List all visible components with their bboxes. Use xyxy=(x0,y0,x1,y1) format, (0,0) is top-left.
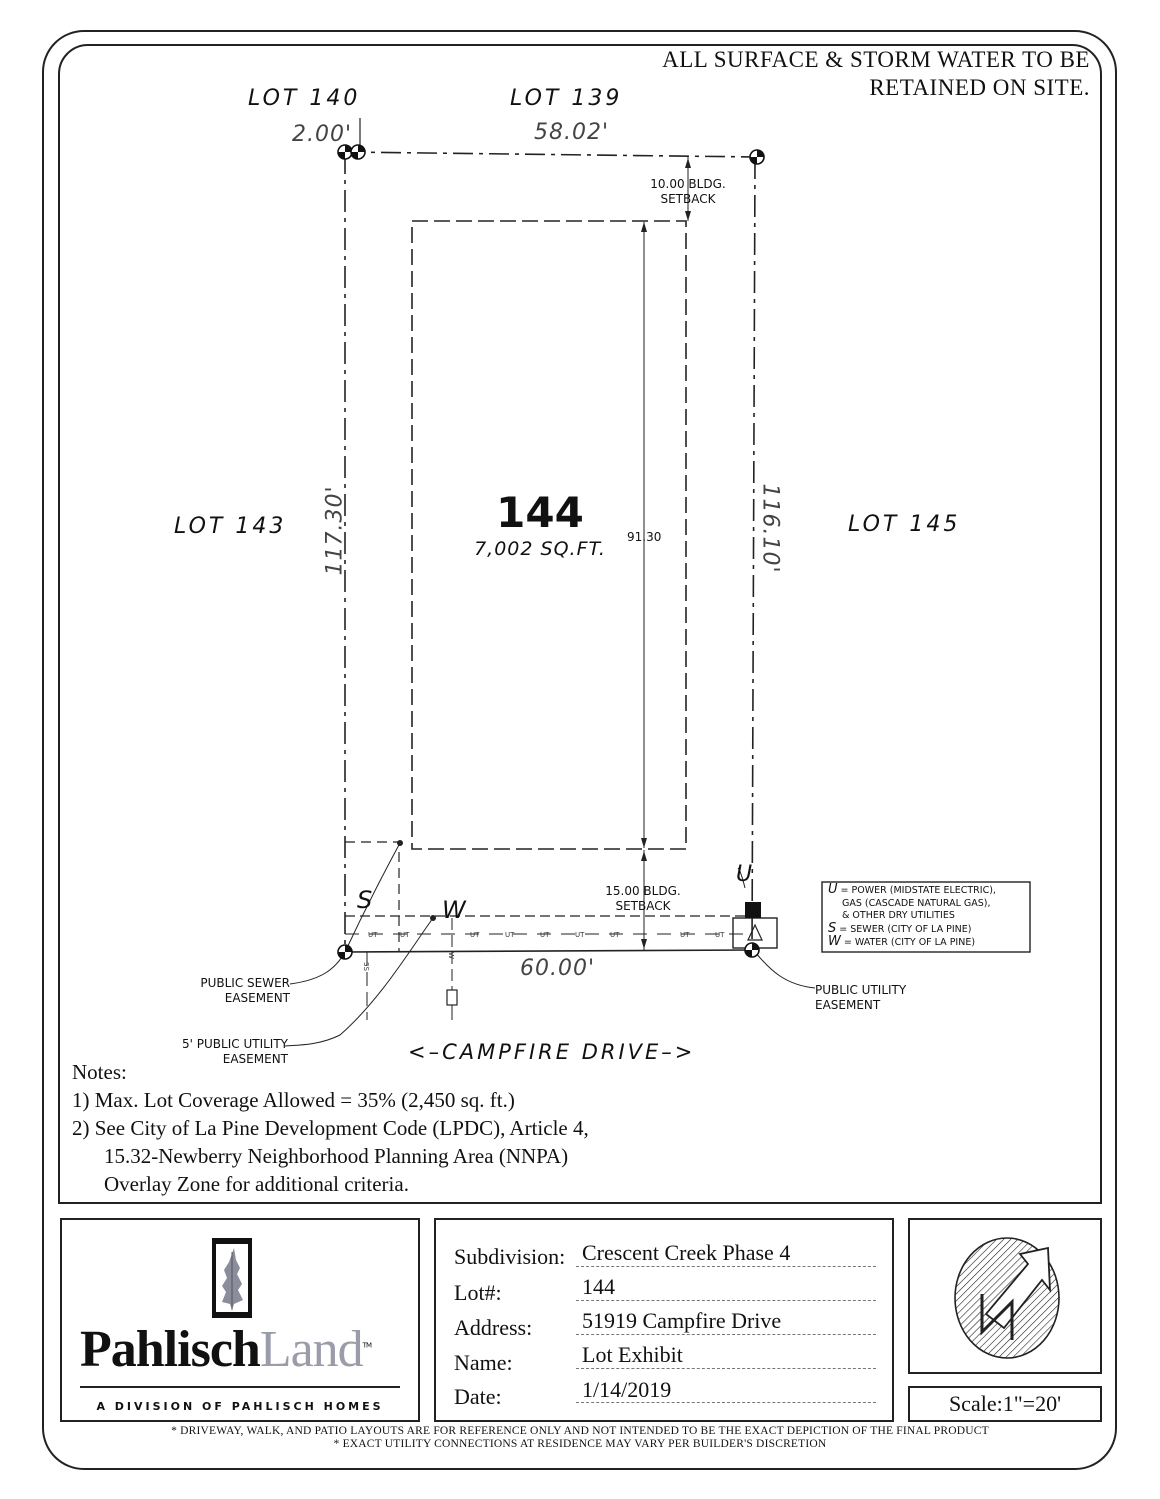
header-note: ALL SURFACE & STORM WATER TO BE RETAINED… xyxy=(600,46,1090,102)
legend-row: U = POWER (MIDSTATE ELECTRIC), xyxy=(828,882,996,897)
w-label: W xyxy=(447,952,455,959)
ut-label: UT xyxy=(470,931,480,939)
note-item: 1) Max. Lot Coverage Allowed = 35% (2,45… xyxy=(72,1088,515,1112)
logo-wordmark: PahlischLandTM xyxy=(80,1320,372,1379)
logo-name-bold: Pahlisch xyxy=(80,1321,261,1378)
rear-property-line xyxy=(344,151,758,158)
disclaimer-line1: * DRIVEWAY, WALK, AND PATIO LAYOUTS ARE … xyxy=(171,1425,989,1437)
ut-label: UT xyxy=(715,931,725,939)
depth-dim: 91.30 xyxy=(627,530,662,544)
tree-logo-icon xyxy=(212,1238,252,1318)
ut-label: UT xyxy=(505,931,515,939)
name-value: Lot Exhibit xyxy=(582,1342,683,1367)
name-label: Name: xyxy=(454,1350,513,1375)
ut-label: UT xyxy=(610,931,620,939)
header-note-line1: ALL SURFACE & STORM WATER TO BE xyxy=(662,47,1090,72)
note-item: 15.32-Newberry Neighborhood Planning Are… xyxy=(104,1144,569,1168)
ut-label: UT xyxy=(368,931,378,939)
sewer-mark: S xyxy=(357,886,373,914)
sewer-easement-callout: PUBLIC SEWER EASEMENT xyxy=(200,976,290,1005)
ut-label: UT xyxy=(680,931,690,939)
scale-text: Scale:1"=20' xyxy=(948,1391,1062,1416)
legend-row: W = WATER (CITY OF LA PINE) xyxy=(828,934,976,949)
right-side-dim: 116.10' xyxy=(757,483,783,574)
lot-139-label: LOT 139 xyxy=(510,86,623,111)
header-note-line2: RETAINED ON SITE. xyxy=(869,75,1090,100)
lot-140-label: LOT 140 xyxy=(248,86,361,111)
rear-setback-label: 10.00 BLDG. SETBACK xyxy=(650,177,726,206)
logo-tm: TM xyxy=(362,1341,372,1350)
ut-label: UT xyxy=(400,931,410,939)
right-property-line xyxy=(751,156,756,951)
ut-label: UT xyxy=(575,931,585,939)
front-property-line xyxy=(344,949,753,953)
water-mark: W xyxy=(442,896,466,924)
utility-easement-5-callout: 5' PUBLIC UTILITY EASEMENT xyxy=(182,1037,288,1066)
public-utility-easement-callout: PUBLIC UTILITY EASEMENT xyxy=(815,983,907,1012)
subdivision-value: Crescent Creek Phase 4 xyxy=(582,1240,791,1265)
date-label: Date: xyxy=(454,1384,502,1409)
lot-area: 7,002 SQ.FT. xyxy=(474,538,606,560)
notes-title: Notes: xyxy=(72,1060,127,1084)
street-name: <–CAMPFIRE DRIVE–> xyxy=(408,1040,696,1064)
logo-panel: PahlischLandTM A DIVISION OF PAHLISCH HO… xyxy=(60,1218,420,1422)
legend-row: GAS (CASCADE NATURAL GAS), xyxy=(842,897,991,909)
utility-legend: U = POWER (MIDSTATE ELECTRIC), GAS (CASC… xyxy=(828,882,996,950)
note-item: 2) See City of La Pine Development Code … xyxy=(72,1116,589,1140)
lot-number: 144 xyxy=(496,488,584,537)
rear-dim: 58.02' xyxy=(534,120,610,145)
lot-143-label: LOT 143 xyxy=(174,514,287,539)
ut-label: UT xyxy=(540,931,550,939)
left-offset-dim: 2.00' xyxy=(292,122,353,147)
north-arrow-icon xyxy=(954,1237,1060,1359)
lot-label: Lot#: xyxy=(454,1280,502,1305)
disclaimer: * DRIVEWAY, WALK, AND PATIO LAYOUTS ARE … xyxy=(60,1425,1100,1451)
legend-row: S = SEWER (CITY OF LA PINE) xyxy=(828,920,972,936)
note-item: Overlay Zone for additional criteria. xyxy=(104,1172,409,1196)
address-value: 51919 Campfire Drive xyxy=(582,1308,782,1333)
front-setback-label: 15.00 BLDG. SETBACK xyxy=(605,884,681,913)
lot-value: 144 xyxy=(582,1274,615,1299)
disclaimer-line2: * EXACT UTILITY CONNECTIONS AT RESIDENCE… xyxy=(333,1438,827,1450)
left-side-dim: 117.30' xyxy=(322,485,348,576)
ss-label: SS xyxy=(362,962,370,971)
lot-145-label: LOT 145 xyxy=(848,512,961,537)
building-envelope xyxy=(411,220,687,850)
logo-name-light: Land xyxy=(259,1321,364,1378)
outer-frame xyxy=(42,30,1117,1470)
survey-monuments xyxy=(337,144,765,960)
north-arrow-panel xyxy=(908,1218,1102,1374)
legend-box xyxy=(821,881,1031,953)
logo-tagline: A DIVISION OF PAHLISCH HOMES xyxy=(96,1400,384,1413)
utility-mark: U xyxy=(736,862,753,887)
subdivision-label: Subdivision: xyxy=(454,1244,566,1269)
front-dim: 60.00' xyxy=(520,956,596,981)
date-value: 1/14/2019 xyxy=(582,1377,672,1402)
notes: Notes: 1) Max. Lot Coverage Allowed = 35… xyxy=(72,1058,792,1198)
scale-panel: Scale:1"=20' xyxy=(908,1386,1102,1422)
info-panel: Subdivision: Crescent Creek Phase 4 Lot#… xyxy=(434,1218,894,1422)
legend-row: & OTHER DRY UTILITIES xyxy=(842,910,955,921)
drawing-frame xyxy=(58,44,1102,1204)
address-label: Address: xyxy=(454,1315,533,1340)
